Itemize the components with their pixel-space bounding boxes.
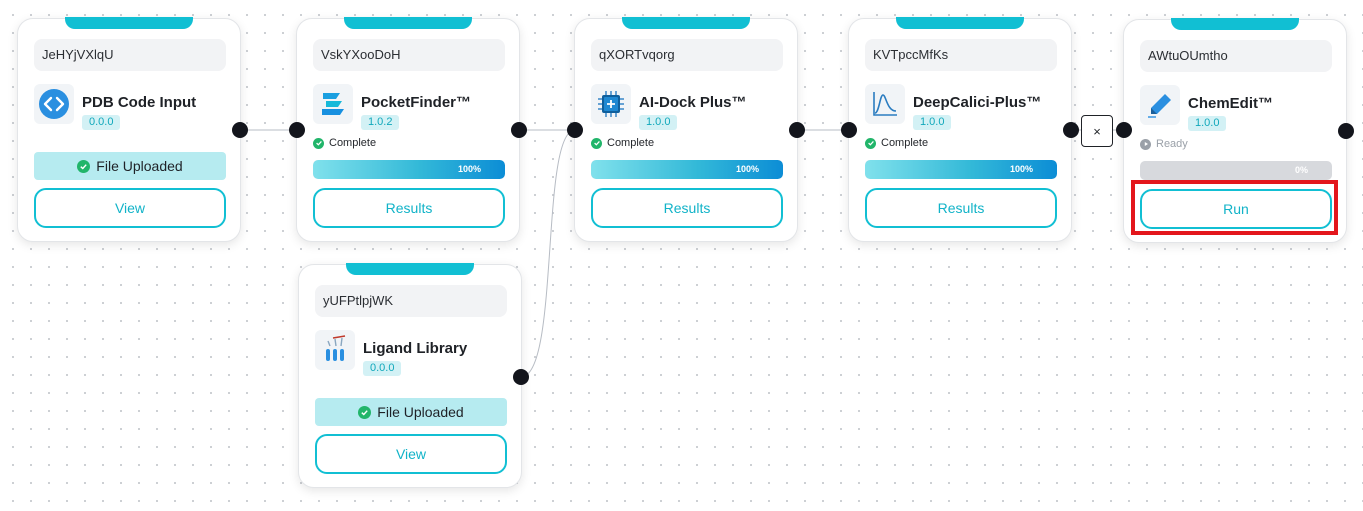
- progress-bar: 0%: [1140, 161, 1332, 180]
- node-header-tab: [896, 17, 1024, 29]
- file-uploaded-status: File Uploaded: [315, 398, 507, 426]
- node-deepcalici-plus[interactable]: KVTpccMfKs DeepCalici-Plus™ 1.0.0 Comple…: [848, 17, 1072, 242]
- edge-ligand-to-aidock[interactable]: [520, 129, 576, 378]
- node-ai-dock-plus[interactable]: qXORTvqorg AI-Dock Plus™ 1.0.0 Complete: [574, 17, 798, 242]
- check-circle-icon: [591, 137, 602, 149]
- check-circle-icon: [77, 159, 91, 173]
- version-badge: 0.0.0: [82, 115, 121, 130]
- status-text: Complete: [607, 137, 655, 149]
- input-port[interactable]: [567, 122, 583, 138]
- node-id: JeHYjVXlqU: [34, 39, 226, 71]
- run-status: Complete: [591, 137, 654, 149]
- node-header-tab: [622, 17, 750, 29]
- node-header-tab: [65, 17, 193, 29]
- tool-name: PocketFinder™: [361, 94, 472, 111]
- status-text: Complete: [881, 137, 929, 149]
- results-button[interactable]: Results: [865, 188, 1057, 228]
- view-button[interactable]: View: [34, 188, 226, 228]
- run-status: Complete: [313, 137, 376, 149]
- pencil-icon: [1140, 85, 1180, 125]
- results-button[interactable]: Results: [313, 188, 505, 228]
- output-port[interactable]: [1063, 122, 1079, 138]
- status-text: Complete: [329, 137, 377, 149]
- version-badge: 1.0.0: [913, 115, 952, 130]
- play-circle-icon: [1140, 138, 1151, 150]
- progress-bar: 100%: [591, 160, 783, 179]
- tool-name: DeepCalici-Plus™: [913, 94, 1042, 111]
- node-header-tab: [346, 263, 474, 275]
- run-status: Complete: [865, 137, 928, 149]
- node-chemedit[interactable]: AWtuOUmtho ChemEdit™ 1.0.0 Ready 0% Run: [1123, 18, 1347, 243]
- output-port[interactable]: [1338, 123, 1354, 139]
- run-button[interactable]: Run: [1140, 189, 1332, 229]
- progress-bar: 100%: [313, 160, 505, 179]
- node-id: VskYXooDoH: [313, 39, 505, 71]
- node-id: AWtuOUmtho: [1140, 40, 1332, 72]
- pocketfinder-icon: [313, 84, 353, 124]
- input-port[interactable]: [841, 122, 857, 138]
- file-uploaded-status: File Uploaded: [34, 152, 226, 180]
- chip-icon: [591, 84, 631, 124]
- status-text: File Uploaded: [377, 404, 464, 420]
- node-pdb-code-input[interactable]: JeHYjVXlqU PDB Code Input 0.0.0 File Upl…: [17, 17, 241, 242]
- node-pocketfinder[interactable]: VskYXooDoH PocketFinder™ 1.0.2 Complete …: [296, 17, 520, 242]
- version-badge: 0.0.0: [363, 361, 402, 376]
- output-port[interactable]: [232, 122, 248, 138]
- tool-name: ChemEdit™: [1188, 95, 1274, 112]
- progress-label: 100%: [1009, 164, 1033, 174]
- check-circle-icon: [358, 405, 372, 419]
- tool-name: AI-Dock Plus™: [639, 94, 747, 111]
- node-ligand-library[interactable]: yUFPtlpjWK Ligand Library 0.0.0 File Upl…: [298, 263, 522, 488]
- input-port[interactable]: [289, 122, 305, 138]
- tool-name: Ligand Library: [363, 340, 468, 357]
- check-circle-icon: [865, 137, 876, 149]
- check-circle-icon: [313, 137, 324, 149]
- output-port[interactable]: [511, 122, 527, 138]
- tool-name: PDB Code Input: [82, 94, 197, 111]
- progress-label: 100%: [735, 164, 759, 174]
- progress-fill: [591, 160, 783, 179]
- version-badge: 1.0.0: [639, 115, 678, 130]
- node-id: qXORTvqorg: [591, 39, 783, 71]
- node-id: yUFPtlpjWK: [315, 285, 507, 317]
- progress-label: 100%: [457, 164, 481, 174]
- code-icon: [34, 84, 74, 124]
- status-text: Ready: [1156, 138, 1188, 150]
- progress-label: 0%: [1294, 165, 1308, 175]
- node-header-tab: [1171, 18, 1299, 30]
- test-tubes-icon: [315, 330, 355, 370]
- highlight-box: [1131, 180, 1338, 235]
- progress-bar: 100%: [865, 160, 1057, 179]
- curve-chart-icon: [865, 84, 905, 124]
- status-text: File Uploaded: [96, 158, 183, 174]
- input-port[interactable]: [1116, 122, 1132, 138]
- progress-fill: [313, 160, 505, 179]
- progress-fill: [865, 160, 1057, 179]
- node-id: KVTpccMfKs: [865, 39, 1057, 71]
- delete-edge-button[interactable]: ×: [1081, 115, 1113, 147]
- run-status: Ready: [1140, 138, 1188, 150]
- results-button[interactable]: Results: [591, 188, 783, 228]
- version-badge: 1.0.0: [1188, 116, 1227, 131]
- version-badge: 1.0.2: [361, 115, 400, 130]
- output-port[interactable]: [789, 122, 805, 138]
- view-button[interactable]: View: [315, 434, 507, 474]
- node-header-tab: [344, 17, 472, 29]
- output-port[interactable]: [513, 369, 529, 385]
